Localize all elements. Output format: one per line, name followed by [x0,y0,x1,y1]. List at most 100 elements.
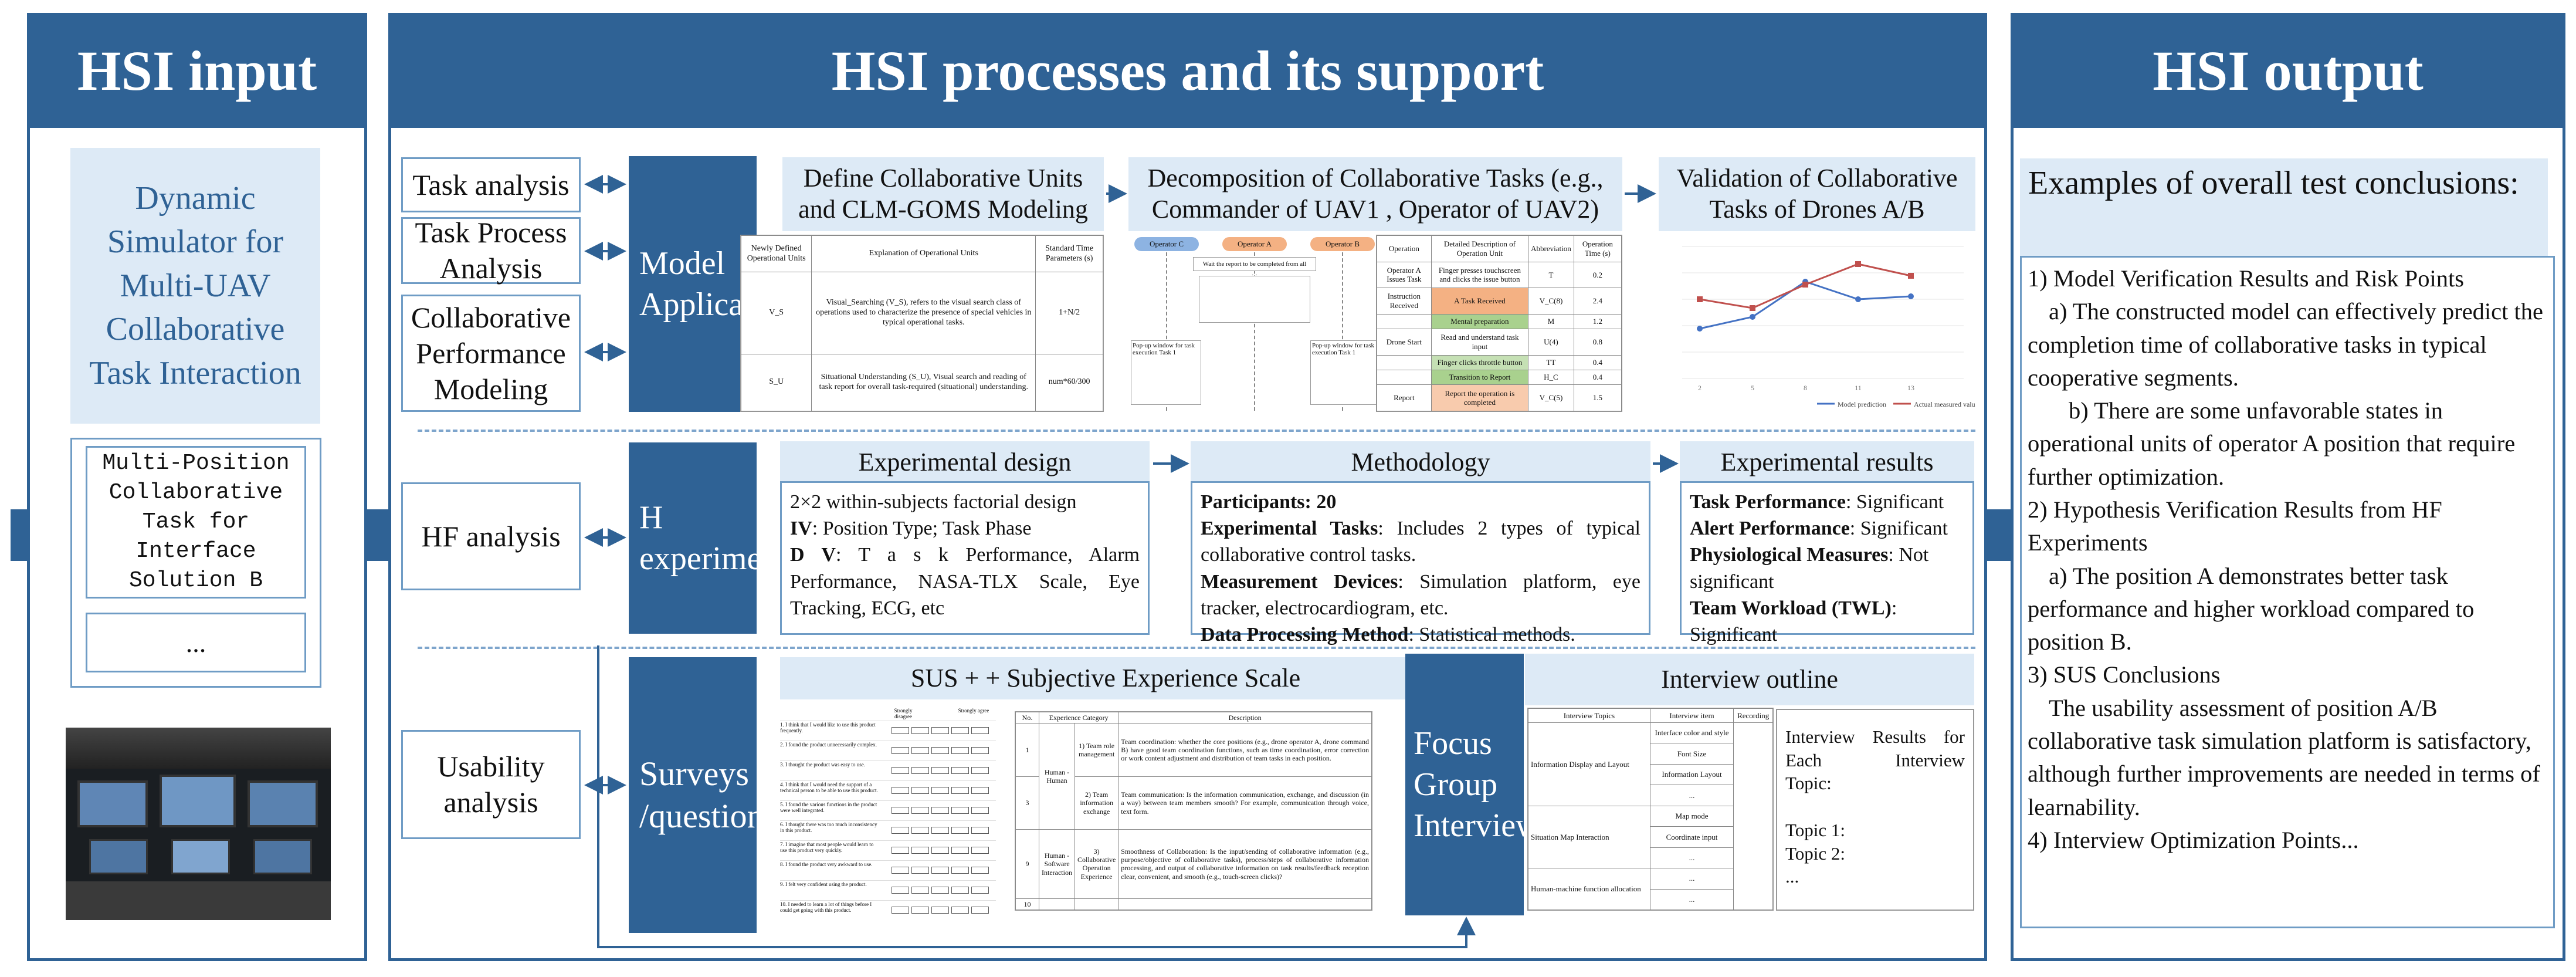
sus-scale-box[interactable] [892,787,909,794]
sus-scale-box[interactable] [931,867,949,874]
sus-scale-box[interactable] [971,767,989,774]
sus-scale-box[interactable] [931,887,949,894]
sus-scale-box[interactable] [931,767,949,774]
sus-scale-box[interactable] [892,867,909,874]
sus-scale-box[interactable] [911,807,929,814]
photo-screen [77,780,148,827]
op-cell: 1.5 [1573,384,1622,411]
sus-scale-box[interactable] [931,727,949,734]
units-cell: V_S [741,272,812,354]
sus-scale-box[interactable] [951,827,969,834]
exp-results-body: Task Performance: Significant Alert Perf… [1680,481,1974,645]
exp-col-header: Description [1118,712,1372,724]
r-twl: Team Workload (TWL): Significant [1690,595,1964,648]
collab-perf-label: Collaborative Performance Modeling [401,295,581,412]
sus-scale-box[interactable] [892,827,909,834]
r-phys: Physiological Measures: Not significant [1690,542,1964,594]
int-topic: Information Display and Layout [1528,722,1650,806]
connector-left [11,509,29,561]
sus-scale-box[interactable] [971,847,989,854]
int-col-header: Recording [1733,708,1773,723]
legend-model: Model prediction [1838,400,1886,408]
exp-cell: 10 [1015,898,1039,910]
op-cell: 0.4 [1573,370,1622,386]
sus-item-row: 1. I think that I would like to use this… [780,721,996,741]
sus-scale-box[interactable] [971,907,989,914]
exp-cell [1074,898,1119,910]
op-cell: Mental preparation [1431,313,1529,330]
int-item: ... [1649,785,1734,806]
sus-scale-box[interactable] [951,887,969,894]
surveys-box: Surveys /questionnaires [629,657,845,933]
usability-label: Usability analysis [401,730,581,839]
sus-scale-box[interactable] [951,727,969,734]
sus-scale-box[interactable] [931,847,949,854]
sus-scale-box[interactable] [911,767,929,774]
sus-scale-box[interactable] [951,847,969,854]
sus-scale-box[interactable] [911,887,929,894]
sus-scale-box[interactable] [892,807,909,814]
sus-item-row: 5. I found the various functions in the … [780,800,996,820]
sus-item-row: 9. I felt very confident using the produ… [780,880,996,900]
r-twl-key: Team Workload (TWL) [1690,597,1892,619]
task-process-label: Task Process Analysis [401,216,581,285]
interview-results: Interview Results for Each Interview Top… [1776,709,1974,911]
exp-cell: Human - Human [1039,723,1075,830]
sus-scale-box[interactable] [892,847,909,854]
sus-scale-box[interactable] [971,867,989,874]
sus-scale-box[interactable] [911,867,929,874]
exp-cell: 9 [1015,829,1039,899]
sus-scale-box[interactable] [911,847,929,854]
sus-scale-box[interactable] [971,827,989,834]
sus-scale-box[interactable] [951,807,969,814]
sus-scale-box[interactable] [911,787,929,794]
photo-screen [171,839,230,874]
m-method-value: : Statistical methods. [1408,624,1575,646]
int-item: Coordinate input [1649,826,1734,848]
photo-desk [66,881,331,920]
output-line: a) The position A demonstrates better ta… [2028,562,2475,655]
op-cell: 0.2 [1573,261,1622,289]
sus-scale-box[interactable] [892,767,909,774]
op-cell: 1.2 [1573,313,1622,330]
sus-scale-box[interactable] [892,727,909,734]
methodology-body: Participants: 20 Experimental Tasks: Inc… [1191,481,1650,645]
sus-scale-box[interactable] [951,907,969,914]
output-line: b) There are some unfavorable states in … [2028,397,2516,490]
sus-scale-box[interactable] [911,727,929,734]
exp-cell: Team communication: Is the information c… [1118,776,1372,830]
sus-scale-box[interactable] [892,907,909,914]
sus-scale-box[interactable] [971,727,989,734]
sus-scale-box[interactable] [892,887,909,894]
sus-scale-box[interactable] [951,867,969,874]
sus-scale-box[interactable] [931,827,949,834]
sus-scale-box[interactable] [931,787,949,794]
sus-scale-box[interactable] [971,747,989,754]
sus-scale-box[interactable] [971,807,989,814]
sus-scale-box[interactable] [931,907,949,914]
sus-scale-box[interactable] [931,807,949,814]
sus-scale-box[interactable] [911,907,929,914]
op-col-header: Detailed Description of Operation Unit [1431,235,1529,262]
lifeline [1342,252,1343,411]
sus-scale-box[interactable] [971,887,989,894]
output-heading: Examples of overall test conclusions: [2020,158,2548,256]
x-tick: 5 [1751,384,1754,392]
hf-analysis-label: HF analysis [401,482,581,590]
r-alert: Alert Performance: Significant [1690,515,1964,542]
sus-scale-box[interactable] [951,787,969,794]
op-cell: Read and understand task input [1431,329,1529,356]
op-cell: M [1528,313,1574,330]
sus-scale-box[interactable] [971,787,989,794]
sus-scale-box[interactable] [911,747,929,754]
sus-scale-box[interactable] [931,747,949,754]
int-result-line: Topic 1: [1785,820,1846,841]
sus-scale-box[interactable] [892,747,909,754]
actor-operator-b: Operator B [1310,237,1375,251]
sus-item-text: 7. I imagine that most people would lear… [780,841,874,853]
sus-scale-box[interactable] [951,767,969,774]
op-cell: V_C(5) [1528,384,1574,411]
output-line: a) The constructed model can effectively… [2028,298,2544,391]
sus-scale-box[interactable] [911,827,929,834]
sus-scale-box[interactable] [951,747,969,754]
